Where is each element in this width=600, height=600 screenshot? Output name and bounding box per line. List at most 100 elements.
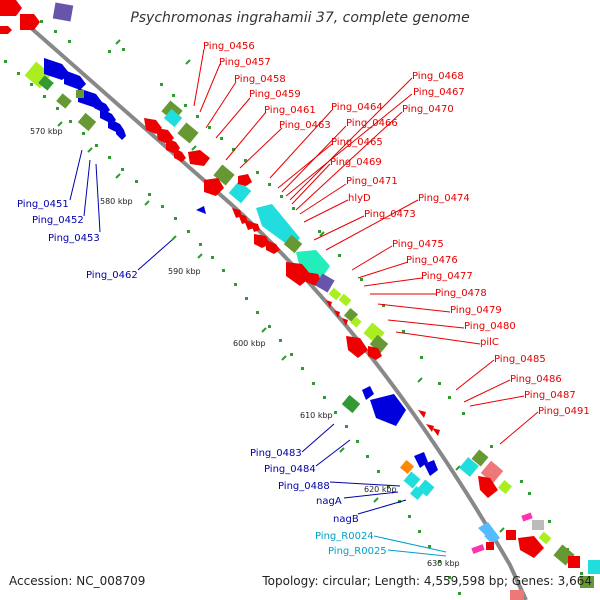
gene-feature bbox=[403, 471, 421, 489]
tick-label: 610 kbp bbox=[300, 411, 333, 420]
tick-label: 590 kbp bbox=[168, 267, 201, 276]
labels-left[interactable]: Ping_0451 Ping_0452 Ping_0453 Ping_0462 … bbox=[17, 199, 359, 525]
gene-feature bbox=[38, 75, 54, 91]
gene-label: Ping_0468 bbox=[412, 71, 464, 82]
labels-right[interactable]: Ping_0456 Ping_0457 Ping_0458 Ping_0459 … bbox=[203, 41, 590, 417]
tick-label: 600 kbp bbox=[233, 339, 266, 348]
rna-label: Ping_R0024 bbox=[315, 531, 374, 542]
gene-feature bbox=[315, 273, 335, 293]
gene-feature bbox=[510, 590, 524, 600]
gene-feature bbox=[250, 222, 260, 232]
gene-label: Ping_0480 bbox=[464, 321, 516, 332]
gene-label: Ping_0475 bbox=[392, 239, 444, 250]
gene-label: pilC bbox=[480, 337, 499, 348]
gene-feature bbox=[471, 449, 489, 467]
gene-feature bbox=[64, 70, 86, 90]
gene-feature bbox=[588, 560, 600, 574]
gene-feature bbox=[44, 58, 70, 80]
leader-lines-red bbox=[193, 48, 539, 445]
gene-feature bbox=[342, 318, 348, 326]
gene-label: Ping_0476 bbox=[406, 255, 458, 266]
gene-feature bbox=[163, 108, 183, 128]
tick-label: 580 kbp bbox=[100, 197, 133, 206]
gene-cluster-0488[interactable] bbox=[399, 452, 438, 501]
gene-feature bbox=[341, 394, 361, 414]
gene-feature bbox=[116, 124, 126, 140]
gene-cluster-0456[interactable] bbox=[144, 100, 335, 293]
gene-label: Ping_0491 bbox=[538, 406, 590, 417]
gene-label: Ping_0466 bbox=[346, 118, 398, 129]
tick-label: 620 kbp bbox=[364, 485, 397, 494]
gene-label: Ping_0452 bbox=[32, 215, 84, 226]
gene-feature bbox=[368, 346, 382, 360]
gene-cluster-bottom[interactable] bbox=[471, 512, 600, 600]
gene-cluster-0491[interactable] bbox=[459, 449, 513, 498]
gene-feature bbox=[204, 178, 224, 196]
gene-feature bbox=[256, 204, 300, 248]
gene-label: nagB bbox=[333, 514, 359, 525]
gene-label: Ping_0477 bbox=[421, 271, 473, 282]
gene-feature bbox=[399, 459, 415, 475]
gene-feature bbox=[521, 512, 533, 522]
gene-feature bbox=[518, 536, 544, 558]
gene-label: Ping_0464 bbox=[331, 102, 383, 113]
gene-feature bbox=[0, 0, 22, 16]
gene-label: Ping_0486 bbox=[510, 374, 562, 385]
gene-feature bbox=[370, 394, 406, 426]
gene-label: Ping_0483 bbox=[250, 448, 302, 459]
gene-feature bbox=[478, 476, 498, 498]
gene-feature bbox=[432, 428, 440, 436]
gene-feature bbox=[177, 122, 199, 144]
tick-label: 630 kbp bbox=[427, 559, 460, 568]
genome-summary-text: Topology: circular; Length: 4,559,598 bp… bbox=[262, 574, 592, 588]
scale-ticks bbox=[57, 39, 505, 533]
gene-feature bbox=[486, 542, 494, 550]
gene-feature bbox=[362, 386, 374, 400]
gene-feature bbox=[532, 520, 544, 530]
gene-feature bbox=[346, 336, 368, 358]
gene-feature bbox=[424, 460, 438, 476]
gene-label: Ping_0478 bbox=[435, 288, 487, 299]
gene-label: Ping_0479 bbox=[450, 305, 502, 316]
gene-feature bbox=[174, 148, 186, 162]
labels-rna[interactable]: Ping_R0024 Ping_R0025 bbox=[315, 531, 387, 557]
gene-feature bbox=[426, 424, 434, 432]
gene-label: nagA bbox=[316, 496, 342, 507]
gene-cluster-0474[interactable] bbox=[326, 287, 389, 360]
gene-cluster-0451[interactable] bbox=[24, 58, 126, 140]
gene-cluster-0485[interactable] bbox=[418, 410, 440, 436]
gene-label: Ping_0488 bbox=[278, 481, 330, 492]
gene-feature bbox=[266, 240, 280, 254]
gene-feature bbox=[350, 316, 362, 328]
gene-feature bbox=[188, 150, 210, 166]
gene-feature bbox=[283, 234, 303, 254]
gene-feature bbox=[238, 174, 252, 186]
gene-feature bbox=[52, 2, 74, 22]
gene-cluster-0483[interactable] bbox=[341, 386, 406, 426]
gene-label: Ping_0451 bbox=[17, 199, 69, 210]
gene-label: Ping_0473 bbox=[364, 209, 416, 220]
gene-label: Ping_0484 bbox=[264, 464, 316, 475]
gene-label: Ping_0457 bbox=[219, 57, 271, 68]
gene-feature bbox=[56, 93, 72, 109]
gene-label: Ping_0458 bbox=[234, 74, 286, 85]
gene-feature bbox=[334, 310, 340, 318]
gene-feature-0462[interactable] bbox=[196, 206, 206, 214]
gene-feature bbox=[506, 530, 516, 540]
gene-label: Ping_0462 bbox=[86, 270, 138, 281]
gene-feature bbox=[20, 14, 40, 30]
gene-label: hlyD bbox=[348, 193, 371, 204]
gene-features-top[interactable] bbox=[0, 0, 74, 34]
gene-label: Ping_0459 bbox=[249, 89, 301, 100]
gene-feature bbox=[328, 287, 342, 301]
gene-label: Ping_0465 bbox=[331, 137, 383, 148]
accession-text: Accession: NC_008709 bbox=[9, 574, 146, 588]
gene-feature bbox=[213, 164, 235, 186]
gene-label: Ping_0461 bbox=[264, 105, 316, 116]
rna-feature bbox=[484, 530, 500, 544]
gene-feature bbox=[568, 556, 580, 568]
gene-feature bbox=[76, 90, 84, 98]
gene-feature bbox=[228, 180, 252, 204]
gene-feature bbox=[538, 531, 552, 545]
